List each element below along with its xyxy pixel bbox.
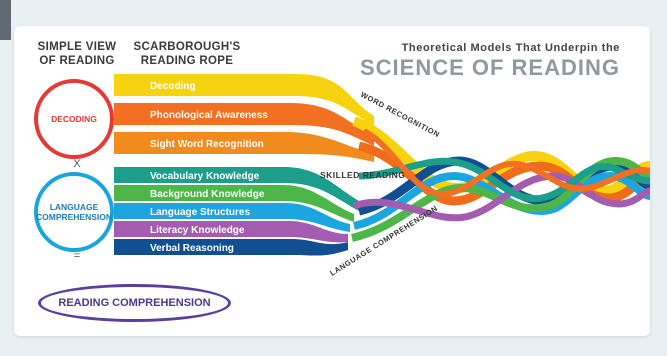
title-main: SCIENCE OF READING — [359, 55, 620, 80]
equals-sign: = — [73, 250, 81, 262]
strand-sight — [114, 132, 374, 162]
strand-label-background: Background Knowledge — [150, 189, 265, 200]
strand-decoding — [114, 74, 374, 126]
strand-literacy — [114, 221, 348, 243]
decoding-circle: DECODING — [34, 79, 114, 159]
language-comprehension-circle: LANGUAGE COMPREHENSION — [34, 172, 114, 252]
decoding-label: DECODING — [51, 114, 97, 124]
strand-verbal — [114, 239, 348, 256]
strand-structures — [114, 203, 350, 232]
reading-comprehension-label: READING COMPREHENSION — [58, 297, 211, 309]
reading-rope-header: SCARBOROUGH'S READING ROPE — [133, 41, 241, 67]
window-edge — [0, 0, 11, 40]
strand-label-literacy: Literacy Knowledge — [150, 225, 245, 236]
title-subtitle: Theoretical Models That Underpin the — [401, 42, 620, 54]
simple-view-header: SIMPLE VIEW OF READING — [37, 41, 117, 67]
strand-phonological — [114, 103, 374, 146]
braided-rope — [351, 116, 650, 242]
language-comprehension-strands — [114, 167, 359, 256]
strand-label-vocabulary: Vocabulary Knowledge — [150, 171, 260, 182]
strand-label-sight: Sight Word Recognition — [150, 139, 264, 150]
strand-background — [114, 185, 354, 222]
skilled-reading-label: SKILLED READING — [320, 170, 406, 180]
language-comprehension-circle-label: LANGUAGE COMPREHENSION — [35, 202, 113, 222]
reading-comprehension-ring: READING COMPREHENSION — [38, 284, 231, 322]
strand-label-structures: Language Structures — [150, 207, 250, 218]
reading-rope-diagram: Decoding Phonological Awareness Sight Wo… — [114, 74, 650, 278]
strand-vocabulary — [114, 167, 359, 211]
multiply-sign: X — [73, 158, 81, 170]
word-recognition-strands — [114, 74, 374, 162]
strand-label-verbal: Verbal Reasoning — [150, 243, 234, 254]
strand-label-phonological: Phonological Awareness — [150, 110, 268, 121]
infographic-card: Decoding Phonological Awareness Sight Wo… — [14, 26, 650, 336]
strand-label-decoding: Decoding — [150, 81, 196, 92]
